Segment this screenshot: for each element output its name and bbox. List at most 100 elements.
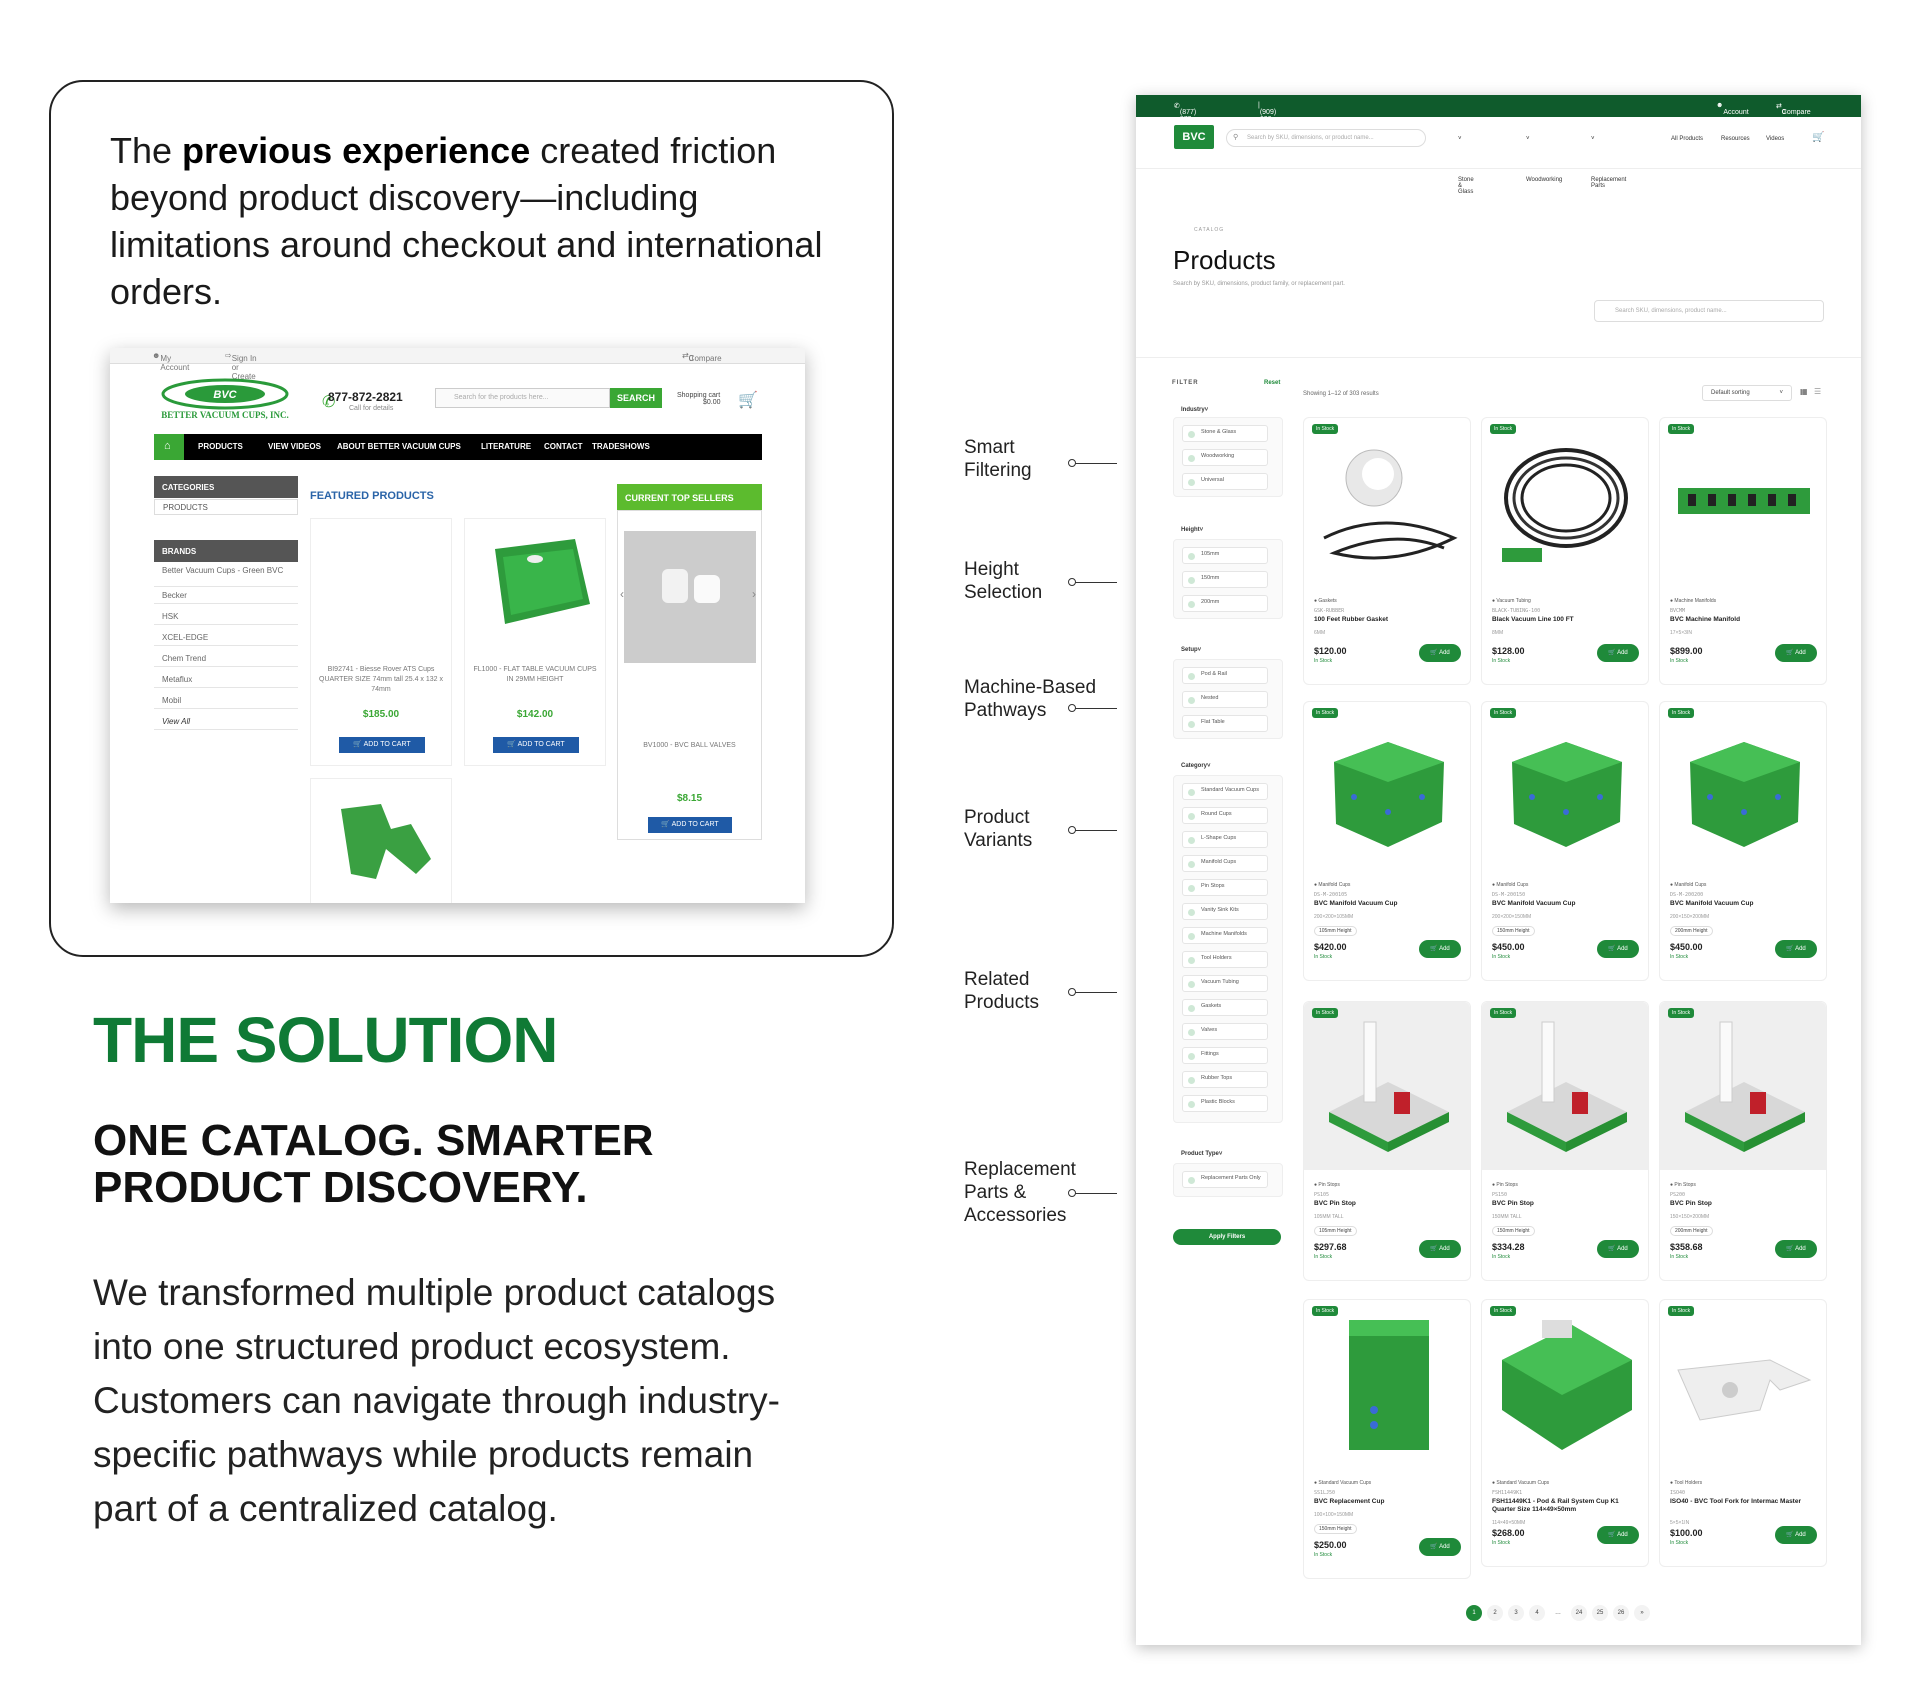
filter-option[interactable]: Manifold Cups: [1182, 855, 1268, 872]
old-nav-contact[interactable]: CONTACT: [544, 442, 583, 451]
cart-icon[interactable]: 🛒: [1812, 132, 1825, 143]
chevron-right-icon[interactable]: ›: [752, 587, 756, 601]
old-nav-tradeshows[interactable]: TRADESHOWS: [592, 442, 650, 451]
filter-option[interactable]: Vacuum Tubing: [1182, 975, 1268, 992]
new-bvc-logo[interactable]: BVC: [1174, 125, 1214, 149]
filter-option[interactable]: Woodworking: [1182, 449, 1268, 466]
product-image[interactable]: [1660, 1300, 1826, 1468]
filter-option[interactable]: Plastic Blocks: [1182, 1095, 1268, 1112]
old-my-account-link[interactable]: ☻ My Account: [152, 351, 190, 372]
next-page-link[interactable]: »: [1634, 1605, 1650, 1621]
old-featured-product[interactable]: [310, 778, 452, 903]
old-add-to-cart-button[interactable]: 🛒 ADD TO CART: [339, 737, 425, 753]
add-to-cart-button[interactable]: 🛒 Add: [1419, 940, 1461, 958]
old-brand-item[interactable]: HSK: [154, 609, 298, 625]
new-nav-replacement-parts[interactable]: Replacement Parts ˅: [1591, 136, 1627, 189]
add-to-cart-button[interactable]: 🛒 Add: [1419, 1538, 1461, 1556]
new-nav-all-products[interactable]: All Products: [1671, 136, 1704, 142]
add-to-cart-button[interactable]: 🛒 Add: [1419, 644, 1461, 662]
filter-option[interactable]: 150mm: [1182, 571, 1268, 588]
old-nav-products[interactable]: PRODUCTS: [198, 442, 243, 451]
new-nav-stone-glass[interactable]: Stone & Glass ˅: [1458, 136, 1474, 195]
filter-option[interactable]: Pod & Rail: [1182, 667, 1268, 684]
old-brand-item[interactable]: Chem Trend: [154, 651, 298, 667]
old-brand-item[interactable]: Mobil: [154, 693, 298, 709]
filter-option[interactable]: Rubber Tops: [1182, 1071, 1268, 1088]
new-compare-link[interactable]: ⇄ Compare 0: [1776, 103, 1811, 116]
filter-option[interactable]: Nested: [1182, 691, 1268, 708]
product-image[interactable]: [1304, 702, 1470, 870]
old-brand-item[interactable]: XCEL-EDGE: [154, 630, 298, 646]
product-name[interactable]: FSH11449K1 - Pod & Rail System Cup K1 Qu…: [1492, 1498, 1619, 1513]
grid-view-icon[interactable]: ▦: [1800, 387, 1808, 396]
apply-filters-button[interactable]: Apply Filters: [1173, 1229, 1281, 1245]
new-phone-2[interactable]: | (909) 606-0140: [1258, 102, 1277, 130]
filter-option[interactable]: Universal: [1182, 473, 1268, 490]
old-phone[interactable]: 877-872-2821: [328, 390, 403, 404]
filter-option[interactable]: Tool Holders: [1182, 951, 1268, 968]
add-to-cart-button[interactable]: 🛒 Add: [1775, 940, 1817, 958]
page-link[interactable]: 24: [1571, 1605, 1587, 1621]
product-image[interactable]: [1660, 702, 1826, 870]
product-name[interactable]: BVC Pin Stop: [1670, 1200, 1712, 1207]
product-image[interactable]: [1482, 1002, 1648, 1170]
product-name[interactable]: BVC Replacement Cup: [1314, 1498, 1385, 1505]
old-nav-literature[interactable]: LITERATURE: [481, 442, 532, 451]
old-featured-product[interactable]: BI92741 - Biesse Rover ATS Cups QUARTER …: [310, 518, 452, 766]
list-view-icon[interactable]: ☰: [1814, 387, 1822, 396]
products-search-input[interactable]: Search SKU, dimensions, product name...: [1594, 300, 1824, 322]
old-bvc-logo[interactable]: BVC BETTER VACUUM CUPS, INC.: [160, 378, 290, 422]
old-signin-link[interactable]: ⇨ Sign In or Create an Account: [225, 351, 261, 399]
product-name[interactable]: BVC Pin Stop: [1314, 1200, 1356, 1207]
add-to-cart-button[interactable]: 🛒 Add: [1419, 1240, 1461, 1258]
filter-option[interactable]: Vanity Sink Kits: [1182, 903, 1268, 920]
old-brand-item[interactable]: Becker: [154, 588, 298, 604]
old-shopping-cart[interactable]: Shopping cart$0.00: [677, 392, 721, 406]
filter-reset-link[interactable]: Reset: [1264, 380, 1281, 386]
add-to-cart-button[interactable]: 🛒 Add: [1597, 644, 1639, 662]
product-image[interactable]: [1482, 418, 1648, 586]
filter-option[interactable]: Valves: [1182, 1023, 1268, 1040]
filter-option[interactable]: Stone & Glass: [1182, 425, 1268, 442]
product-name[interactable]: BVC Manifold Vacuum Cup: [1670, 900, 1754, 907]
product-name[interactable]: 100 Feet Rubber Gasket: [1314, 616, 1389, 623]
add-to-cart-button[interactable]: 🛒 Add: [1597, 1526, 1639, 1544]
filter-option[interactable]: Standard Vacuum Cups: [1182, 783, 1268, 800]
product-image[interactable]: [1304, 418, 1470, 586]
sort-select[interactable]: Default sorting ˅: [1702, 385, 1792, 401]
old-featured-product[interactable]: FL1000 - FLAT TABLE VACUUM CUPS IN 29MM …: [464, 518, 606, 766]
old-search-input[interactable]: Search for the products here...: [435, 388, 610, 408]
old-categories-select[interactable]: PRODUCTS: [154, 499, 298, 515]
product-image[interactable]: [1660, 1002, 1826, 1170]
filter-option[interactable]: 200mm: [1182, 595, 1268, 612]
new-nav-resources[interactable]: Resources: [1721, 136, 1750, 142]
add-to-cart-button[interactable]: 🛒 Add: [1775, 644, 1817, 662]
product-name[interactable]: BVC Manifold Vacuum Cup: [1314, 900, 1398, 907]
filter-option[interactable]: Machine Manifolds: [1182, 927, 1268, 944]
add-to-cart-button[interactable]: 🛒 Add: [1775, 1240, 1817, 1258]
old-add-to-cart-button[interactable]: 🛒 ADD TO CART: [648, 817, 732, 833]
old-top-seller-product[interactable]: ‹ › BV1000 - BVC BALL VALVES $8.15 🛒 ADD…: [617, 510, 762, 840]
page-link[interactable]: 4: [1529, 1605, 1545, 1621]
product-image[interactable]: [1304, 1002, 1470, 1170]
page-link[interactable]: 3: [1508, 1605, 1524, 1621]
old-compare-link[interactable]: ⇄ Compare 0: [682, 351, 722, 363]
old-nav-videos[interactable]: VIEW VIDEOS: [268, 442, 321, 451]
filter-option[interactable]: Pin Stops: [1182, 879, 1268, 896]
product-image[interactable]: [1482, 1300, 1648, 1468]
add-to-cart-button[interactable]: 🛒 Add: [1775, 1526, 1817, 1544]
old-brands-view-all[interactable]: View All: [154, 714, 298, 730]
new-account-link[interactable]: ☻ Account: [1716, 102, 1749, 116]
new-nav-woodworking[interactable]: Woodworking ˅: [1526, 136, 1563, 183]
